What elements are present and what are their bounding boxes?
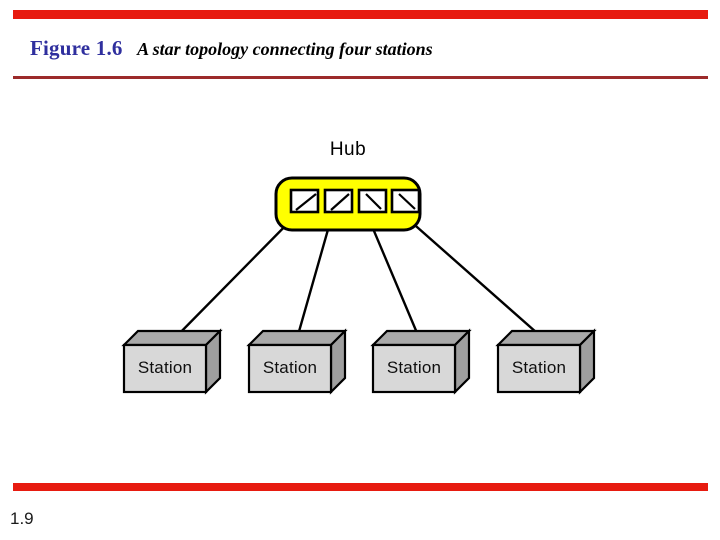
topology-graphic bbox=[121, 176, 597, 395]
station-3-label: Station bbox=[386, 358, 442, 377]
station-1-front bbox=[122, 343, 208, 394]
station-3-top bbox=[370, 329, 472, 347]
station-2[interactable] bbox=[246, 328, 348, 395]
title-divider-rule bbox=[13, 76, 708, 79]
station-4-top bbox=[495, 329, 597, 347]
station-2-label: Station bbox=[262, 358, 318, 377]
hub-port-1[interactable] bbox=[289, 188, 320, 214]
link-hub-to-station-4[interactable] bbox=[398, 210, 547, 342]
slide-number: 1.9 bbox=[10, 509, 34, 528]
station-4-label: Station bbox=[511, 358, 567, 377]
station-3-front bbox=[371, 343, 457, 394]
station-3[interactable] bbox=[370, 328, 472, 395]
figure-number-label: Figure 1.6 bbox=[30, 36, 123, 60]
figure-title: Figure 1.6 A star topology connecting fo… bbox=[30, 36, 433, 61]
link-hub-to-station-1[interactable] bbox=[168, 210, 301, 345]
hub-device[interactable] bbox=[274, 176, 422, 232]
star-topology-diagram: Hub bbox=[0, 90, 720, 470]
bottom-red-rule bbox=[13, 483, 708, 491]
link-hub-to-station-3[interactable] bbox=[364, 210, 422, 342]
link-hub-to-station-2[interactable] bbox=[294, 210, 335, 344]
hub-port-2[interactable] bbox=[323, 188, 354, 214]
station-2-front bbox=[247, 343, 333, 394]
station-1-top bbox=[121, 329, 223, 347]
figure-caption-label: A star topology connecting four stations bbox=[137, 39, 433, 59]
link-group bbox=[168, 210, 547, 345]
station-1[interactable] bbox=[121, 328, 223, 395]
top-red-rule bbox=[13, 10, 708, 19]
station-2-top bbox=[246, 329, 348, 347]
station-4[interactable] bbox=[495, 328, 597, 395]
station-1-label: Station bbox=[137, 358, 193, 377]
station-4-front bbox=[496, 343, 582, 394]
hub-label: Hub bbox=[329, 139, 367, 160]
